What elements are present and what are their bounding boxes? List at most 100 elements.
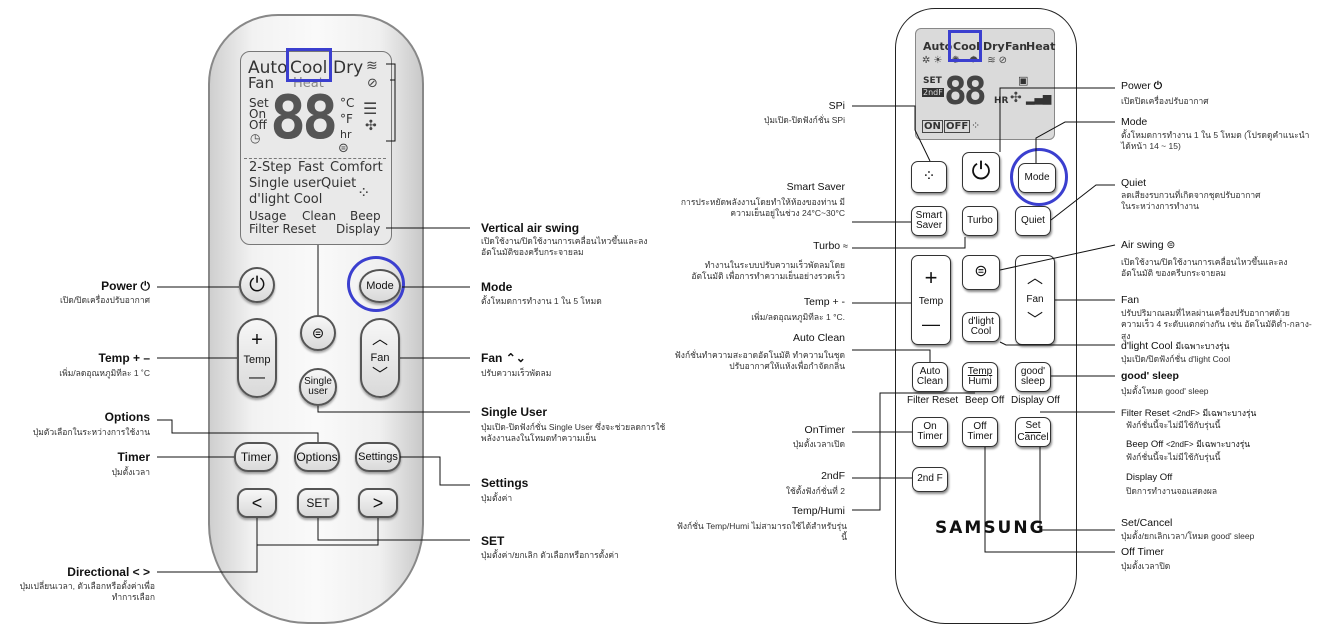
lcd-filter-reset: Filter Reset bbox=[249, 222, 317, 236]
samsung-logo: SAMSUNG bbox=[935, 518, 1046, 538]
fan-label: Fan bbox=[370, 352, 390, 364]
ann-off-timer-desc: ปุ่มตั้งเวลาปิด bbox=[1121, 561, 1171, 571]
right-dlight-cool-button[interactable]: d'light Cool bbox=[962, 312, 1000, 342]
ann-beep-off-note: มีเฉพาะบางรุ่น bbox=[1196, 439, 1251, 449]
fan-speed-icon: ☰ bbox=[363, 99, 378, 118]
lcd-unit-hr: hr bbox=[340, 128, 352, 141]
ann-options-desc: ปุ่มตัวเลือกในระหว่างการใช้งาน bbox=[32, 427, 150, 437]
ann-good-sleep-title: good' sleep bbox=[1121, 370, 1179, 382]
ann-dlight-desc: ปุ่มเปิด/ปิดฟังก์ชั่น d'light Cool bbox=[1121, 354, 1231, 364]
left-set-button[interactable]: SET bbox=[297, 488, 339, 518]
clean-label: Clean bbox=[916, 376, 944, 387]
left-air-swing-button[interactable]: ⊜ bbox=[300, 315, 336, 351]
left-power-button[interactable]: ⏻ bbox=[239, 267, 275, 303]
ann-air-swing-title: Air swing ⊜ bbox=[1121, 239, 1175, 251]
right-set-cancel-button[interactable]: Set Cancel bbox=[1015, 417, 1051, 447]
lcd-unit-f: °F bbox=[340, 112, 353, 126]
right-fan-button[interactable]: ︿ Fan ﹀ bbox=[1015, 255, 1055, 345]
rlcd-hr: HR bbox=[994, 96, 1009, 106]
rlcd-off: OFF bbox=[944, 120, 971, 133]
left-options-button[interactable]: Options bbox=[294, 442, 340, 472]
ann-power-title: Power ⏻ bbox=[0, 279, 150, 294]
lcd-mode-auto: Auto bbox=[248, 58, 288, 78]
swing-icon: ⊜ bbox=[338, 141, 349, 156]
ann-temp-title-r: Temp + - bbox=[803, 296, 845, 308]
on-timer-label: Timer bbox=[917, 431, 943, 442]
ann-off-timer-title: Off Timer bbox=[1121, 546, 1164, 558]
rfan-down: ﹀ bbox=[1026, 312, 1043, 330]
left-timer-button[interactable]: Timer bbox=[234, 442, 278, 472]
ann-timer-desc: ปุ่มตั้งเวลา bbox=[111, 467, 150, 477]
lcd-mode-dry: Dry bbox=[333, 58, 364, 78]
left-fan-button[interactable]: ︿ Fan ﹀ bbox=[360, 318, 400, 398]
rtemp-minus: — bbox=[922, 314, 940, 335]
ann-on-timer-desc: ปุ่มตั้งเวลาเปิด bbox=[792, 439, 845, 449]
ann-dlight-note: มีเฉพาะบางรุ่น bbox=[1175, 341, 1230, 351]
ann-turbo-desc: ทำงานในระบบปรับความเร็วพัดลมโดยอัตโนมัติ… bbox=[691, 260, 845, 282]
rlcd-set: SET bbox=[923, 76, 942, 86]
ann-quiet-title: Quiet bbox=[1121, 177, 1147, 189]
right-spi-button[interactable]: ⁘ bbox=[911, 161, 947, 193]
right-temp-humi-button[interactable]: Temp Humi bbox=[962, 362, 998, 392]
right-turbo-button[interactable]: Turbo bbox=[962, 206, 998, 236]
lcd-off-label: Off bbox=[249, 118, 267, 132]
ann-settings-title: Settings bbox=[481, 476, 529, 490]
good-label: good' bbox=[1020, 365, 1046, 377]
ann-2ndf-title: 2ndF bbox=[821, 470, 845, 482]
turbo-icon: ≈ bbox=[843, 241, 848, 251]
ann-display-off-desc: ปิดการทำงานจอแสดงผล bbox=[1126, 486, 1218, 496]
clock-icon: ◷ bbox=[250, 131, 261, 145]
rlcd-fan-icon: ✣ bbox=[1010, 90, 1022, 106]
ann-turbo-title-text: Turbo bbox=[813, 240, 841, 252]
lcd-display: Display bbox=[336, 222, 381, 236]
smart-label: Smart bbox=[915, 209, 943, 221]
ann-power-desc: เปิด/ปิดเครื่องปรับอากาศ bbox=[59, 295, 150, 305]
ann-set-title: SET bbox=[481, 534, 505, 548]
ann-vertical-air-swing-desc: เปิดใช้งาน/ปิดใช้งานการเคลื่อนไหวขึ้นและ… bbox=[481, 236, 648, 258]
right-air-swing-button[interactable]: ⊜ bbox=[962, 255, 1000, 290]
lcd-clean: Clean bbox=[302, 209, 337, 223]
rlcd-2ndf: 2ndF bbox=[922, 88, 944, 97]
ann-on-timer-title: OnTimer bbox=[804, 424, 845, 436]
ann-rfan-desc: ปรับปริมาณลมที่ไหลผ่านเครื่องปรับอากาศด้… bbox=[1121, 308, 1312, 341]
right-auto-clean-button[interactable]: Auto Clean bbox=[912, 362, 948, 392]
ann-mode-desc: ตั้งโหมดการทำงาน 1 ใน 5 โหมด bbox=[481, 296, 602, 306]
user-label: user bbox=[308, 386, 328, 397]
left-single-user-button[interactable]: Single user bbox=[299, 368, 337, 406]
ann-air-swing-title-text: Air swing bbox=[1121, 239, 1164, 251]
rpower-icon: ⏻ bbox=[1153, 80, 1162, 92]
right-quiet-button[interactable]: Quiet bbox=[1015, 206, 1051, 236]
ann-set-cancel-title: Set/Cancel bbox=[1121, 517, 1173, 529]
ann-rmode-desc: ตั้งโหมดการทำงาน 1 ใน 5 โหมด (โปรดดูคำแน… bbox=[1121, 130, 1310, 152]
right-on-timer-button[interactable]: On Timer bbox=[912, 417, 948, 447]
right-temp-button[interactable]: + Temp — bbox=[911, 255, 951, 345]
on-label: On bbox=[923, 420, 937, 432]
rlcd-cool-highlight bbox=[948, 30, 982, 62]
ann-single-user-desc: ปุ่มเปิด-ปิดฟังก์ชั่น Single User ซึ่งจะ… bbox=[481, 422, 666, 444]
ann-temp-desc: เพิ่ม/ลดอุณหภูมิทีละ 1 ˚C bbox=[59, 368, 150, 378]
right-good-sleep-button[interactable]: good' sleep bbox=[1015, 362, 1051, 392]
fan-blade-icon: ✣ bbox=[365, 118, 377, 134]
rlcd-mode-heat: Heat bbox=[1026, 40, 1056, 53]
ann-beep-off-title-text: Beep Off bbox=[1126, 439, 1164, 450]
sleep-label: sleep bbox=[1021, 376, 1045, 387]
ann-set-desc: ปุ่มตั้งค่า/ยกเลิก ตัวเลือกหรือการตั้งค่… bbox=[481, 550, 619, 560]
left-temp-button[interactable]: + Temp — bbox=[237, 318, 277, 398]
rfan-up: ︿ bbox=[1026, 269, 1043, 287]
left-prev-button[interactable]: < bbox=[237, 488, 277, 518]
lcd-usage: Usage bbox=[249, 209, 287, 223]
rlcd-mode-auto: Auto bbox=[923, 40, 953, 53]
right-off-timer-button[interactable]: Off Timer bbox=[962, 417, 998, 447]
fan-arrows-icon: ⌃⌄ bbox=[505, 351, 526, 365]
left-next-button[interactable]: > bbox=[358, 488, 398, 518]
ann-filter-reset-title-text: Filter Reset bbox=[1121, 408, 1170, 419]
left-lcd-screen bbox=[240, 51, 392, 245]
right-smart-saver-button[interactable]: Smart Saver bbox=[911, 206, 947, 236]
ann-smart-saver-title: Smart Saver bbox=[786, 181, 845, 193]
temp-humi-label-2: Humi bbox=[968, 376, 992, 387]
ann-spi-title: SPi bbox=[828, 100, 845, 112]
ann-filter-reset-note: มีเฉพาะบางรุ่น bbox=[1202, 408, 1257, 418]
right-2ndf-button[interactable]: 2nd F bbox=[912, 467, 948, 492]
right-power-button[interactable]: ⏻ bbox=[962, 152, 1000, 192]
